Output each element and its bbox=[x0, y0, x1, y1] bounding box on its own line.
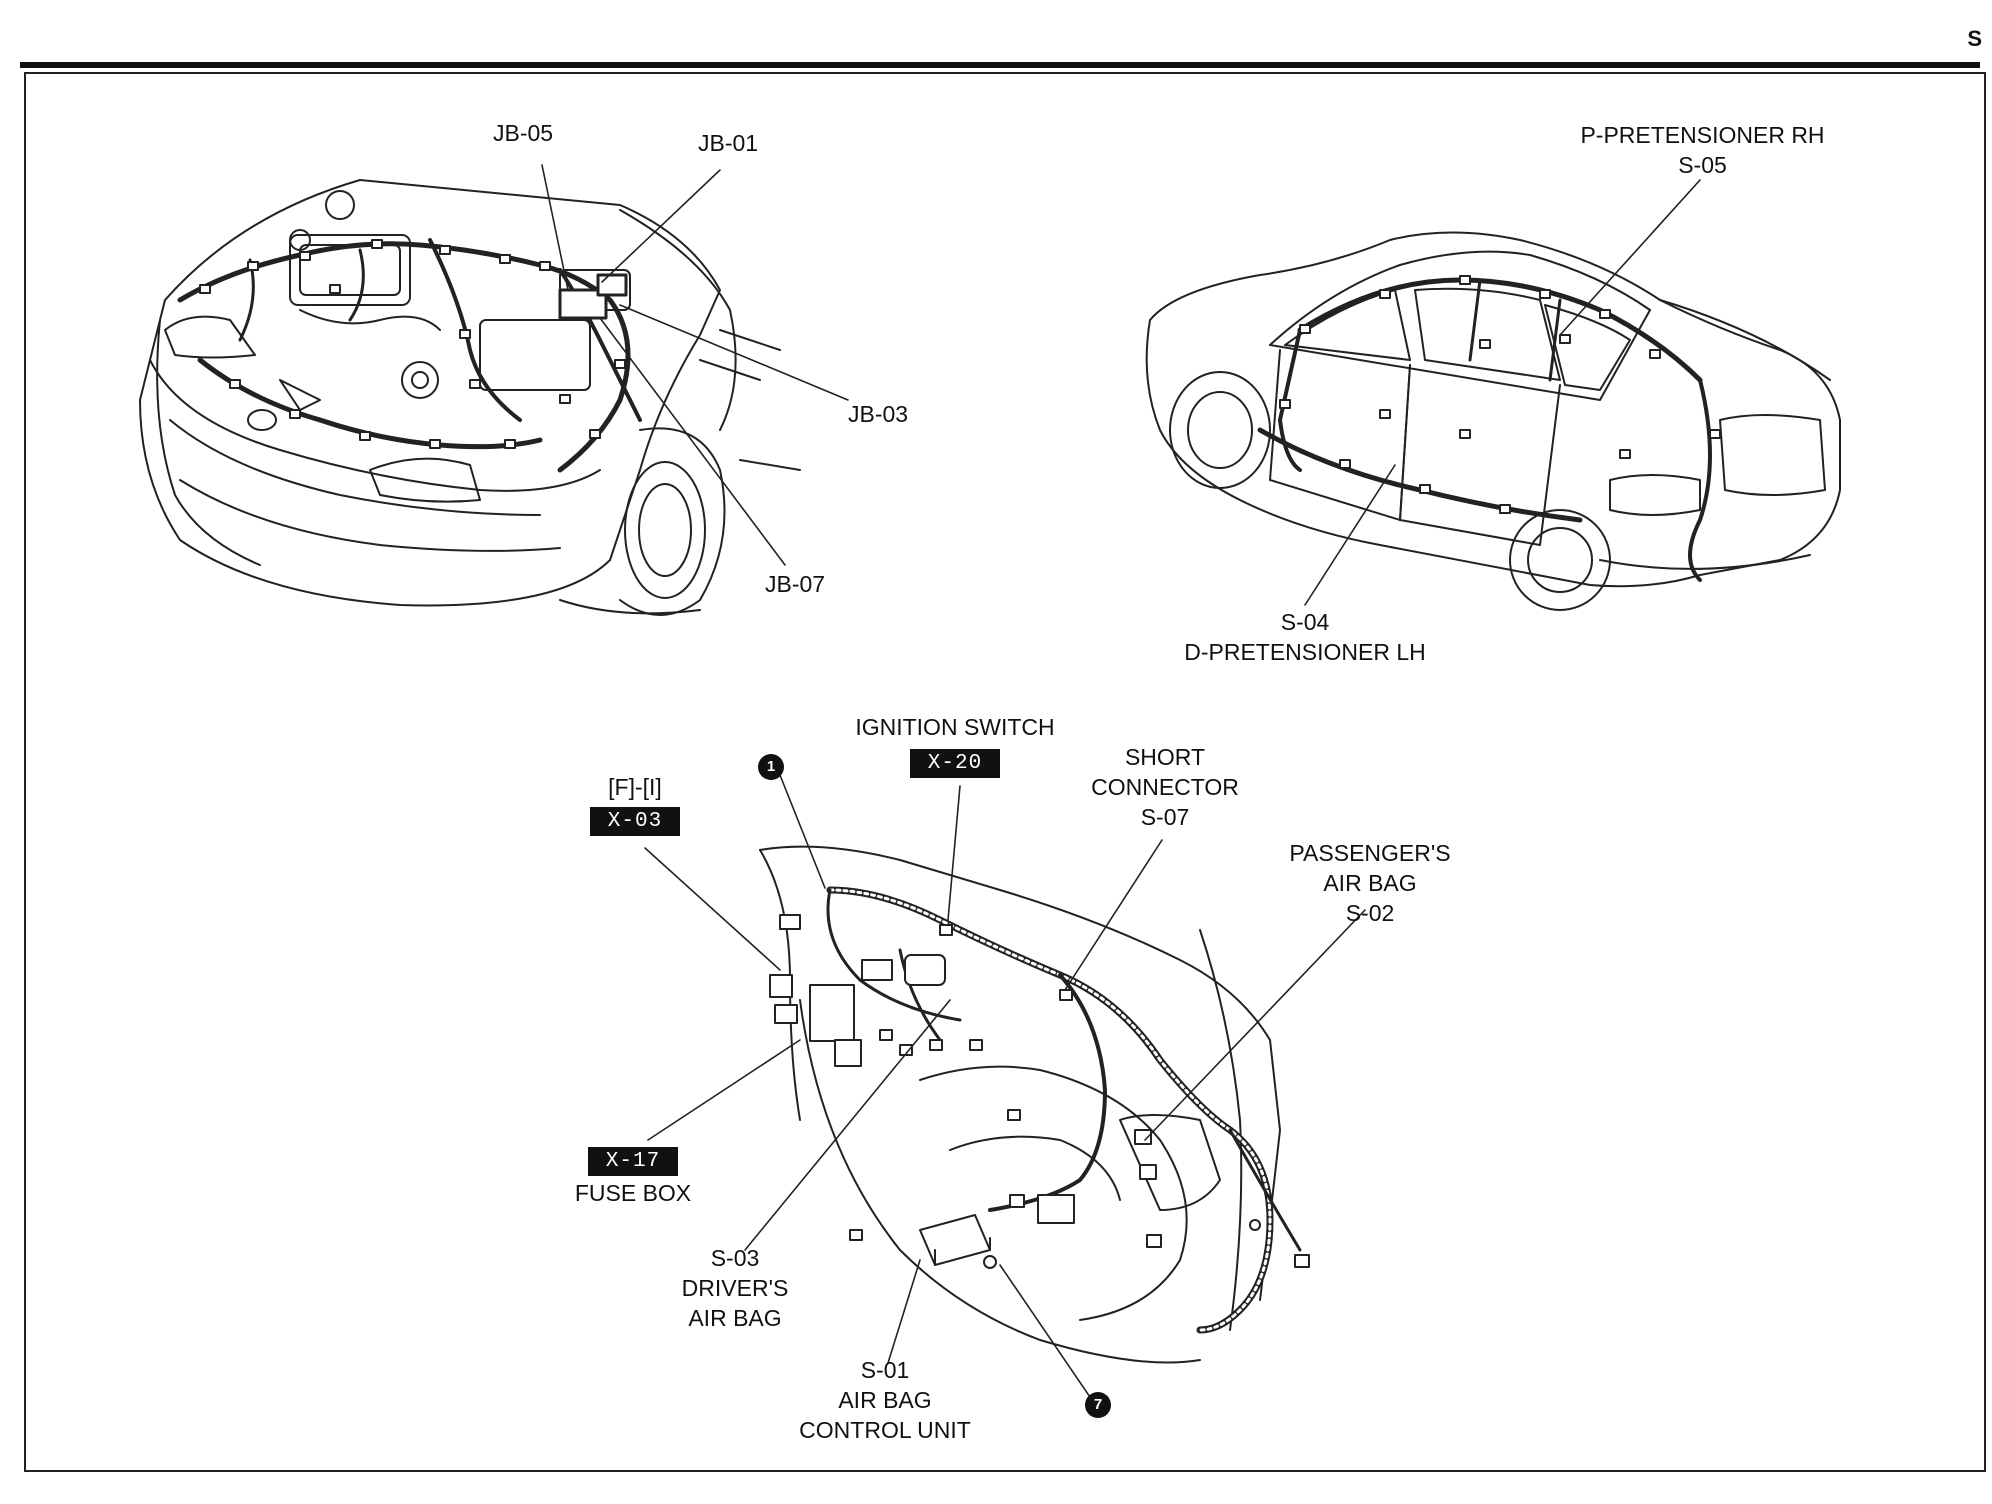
label-short-connector-1: SHORT bbox=[1124, 744, 1206, 770]
label-x-17: X-17 bbox=[587, 1147, 679, 1176]
marker-1: 1 bbox=[758, 754, 784, 780]
label-p-pretensioner-name: P-PRETENSIONER RH bbox=[1580, 122, 1825, 148]
label-jb-05: JB-05 bbox=[493, 120, 554, 146]
label-ignition-switch-name: IGNITION SWITCH bbox=[855, 714, 1055, 740]
label-driver-code: S-03 bbox=[710, 1245, 760, 1271]
label-passenger-2: AIR BAG bbox=[1323, 870, 1417, 896]
label-jb-01: JB-01 bbox=[698, 130, 759, 156]
label-acu-1: AIR BAG bbox=[838, 1387, 932, 1413]
label-acu-2: CONTROL UNIT bbox=[799, 1417, 971, 1443]
label-passenger-1: PASSENGER'S bbox=[1289, 840, 1451, 866]
label-short-connector: SHORT CONNECTOR S-07 bbox=[1080, 742, 1250, 832]
label-p-pretensioner: P-PRETENSIONER RH S-05 bbox=[1570, 120, 1835, 180]
label-acu-code: S-01 bbox=[860, 1357, 910, 1383]
label-p-pretensioner-code: S-05 bbox=[1678, 152, 1727, 178]
label-d-pretensioner-code: S-04 bbox=[1280, 609, 1330, 635]
label-x-20: X-20 bbox=[909, 749, 1001, 778]
diagram-frame bbox=[24, 72, 1986, 1472]
label-ignition-switch: IGNITION SWITCH X-20 bbox=[840, 712, 1070, 778]
label-f-i: [F]-[I] bbox=[608, 774, 662, 800]
body-drawing bbox=[1145, 179, 1841, 611]
label-jb-03: JB-03 bbox=[848, 401, 909, 427]
label-jb-07: JB-07 bbox=[765, 571, 826, 597]
label-passenger-code: S-02 bbox=[1345, 900, 1395, 926]
label-x-03: X-03 bbox=[589, 807, 681, 836]
label-driver-airbag: S-03 DRIVER'S AIR BAG bbox=[670, 1243, 800, 1333]
label-d-pretensioner: S-04 D-PRETENSIONER LH bbox=[1170, 607, 1440, 667]
label-fuse-box-group: X-17 FUSE BOX bbox=[568, 1143, 698, 1208]
label-acu: S-01 AIR BAG CONTROL UNIT bbox=[780, 1355, 990, 1445]
engine-bay-drawing bbox=[139, 164, 849, 616]
marker-7: 7 bbox=[1085, 1392, 1111, 1418]
header-rule bbox=[20, 62, 1980, 68]
section-letter: S bbox=[1967, 26, 1982, 51]
label-d-pretensioner-name: D-PRETENSIONER LH bbox=[1184, 639, 1426, 665]
label-x-03-group: [F]-[I] X-03 bbox=[585, 772, 685, 836]
label-driver-2: AIR BAG bbox=[688, 1305, 782, 1331]
label-short-connector-code: S-07 bbox=[1140, 804, 1190, 830]
label-passenger-airbag: PASSENGER'S AIR BAG S-02 bbox=[1275, 838, 1465, 928]
label-fuse-box: FUSE BOX bbox=[574, 1180, 692, 1206]
label-short-connector-2: CONNECTOR bbox=[1091, 774, 1239, 800]
dashboard-drawing bbox=[644, 764, 1366, 1401]
label-driver-1: DRIVER'S bbox=[681, 1275, 789, 1301]
